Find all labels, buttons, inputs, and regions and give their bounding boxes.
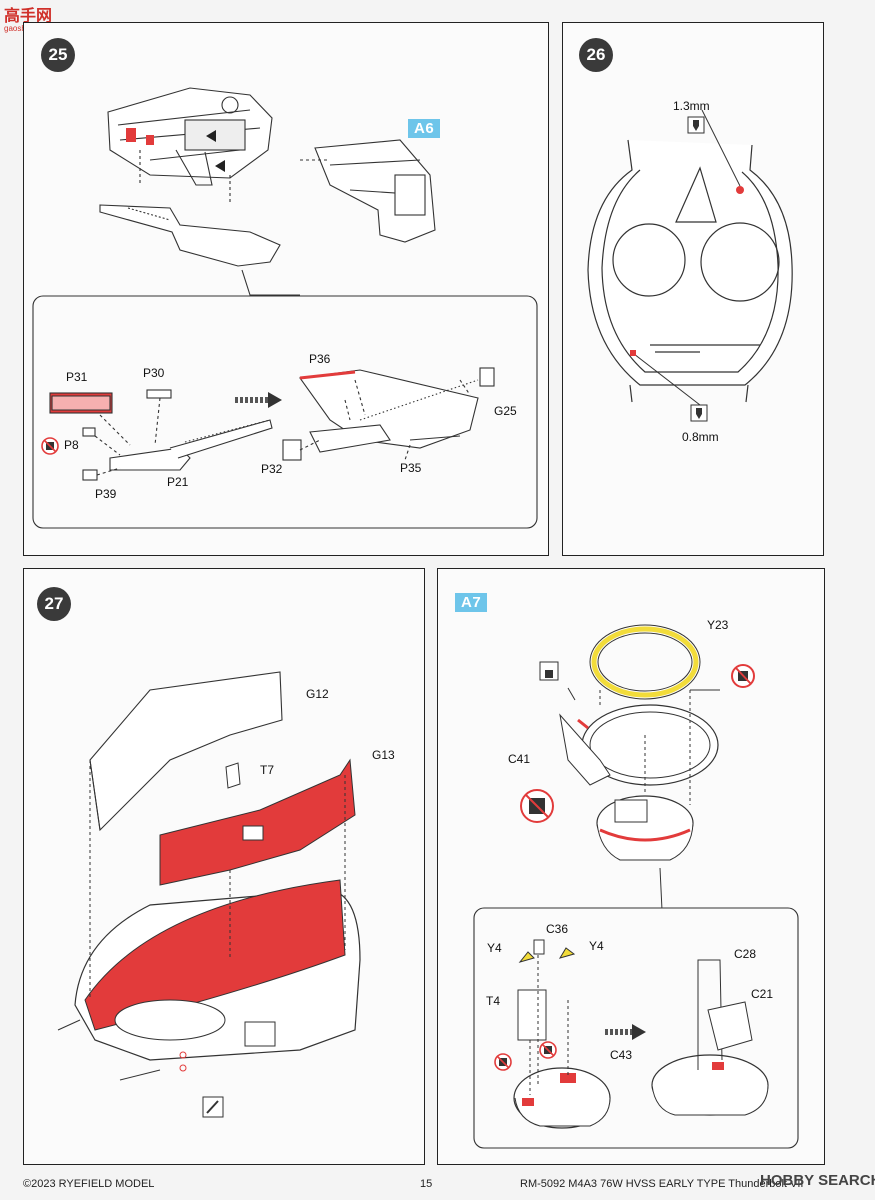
footer-product: RM-5092 M4A3 76W HVSS EARLY TYPE Thunder… xyxy=(520,1178,804,1190)
label-t4: T4 xyxy=(486,994,501,1008)
label-p30: P30 xyxy=(143,366,165,380)
label-p36: P36 xyxy=(309,352,331,366)
watermark-logo: 高手网 xyxy=(4,8,53,25)
label-c21: C21 xyxy=(751,987,774,1001)
label-p32: P32 xyxy=(261,462,283,476)
label-t7: T7 xyxy=(260,763,275,777)
label-p39: P39 xyxy=(95,487,117,501)
label-g25: G25 xyxy=(494,404,517,418)
label-p35: P35 xyxy=(400,461,422,475)
label-c36: C36 xyxy=(546,922,569,936)
label-y4-right: Y4 xyxy=(589,939,604,953)
label-c43: C43 xyxy=(610,1048,633,1062)
label-y23: Y23 xyxy=(707,618,729,632)
label-p31: P31 xyxy=(66,370,88,384)
label-c41: C41 xyxy=(508,752,531,766)
label-p21: P21 xyxy=(167,475,189,489)
label-c28: C28 xyxy=(734,947,757,961)
step-25-number: 25 xyxy=(41,38,75,72)
label-p8: P8 xyxy=(64,438,79,452)
label-y4-left: Y4 xyxy=(487,941,502,955)
drill-size-top: 1.3mm xyxy=(673,99,710,113)
hobby-search-watermark: HOBBY SEARCH xyxy=(760,1172,875,1189)
step-a7-tag: A7 xyxy=(455,593,488,612)
label-g13: G13 xyxy=(372,748,395,762)
footer-copyright: ©2023 RYEFIELD MODEL xyxy=(23,1178,155,1190)
step-27-panel xyxy=(23,568,425,1165)
step-26-number: 26 xyxy=(579,38,613,72)
footer-page-number: 15 xyxy=(420,1178,433,1190)
step-25-tag-a6: A6 xyxy=(408,119,441,138)
drill-size-bottom: 0.8mm xyxy=(682,430,719,444)
step-27-number: 27 xyxy=(37,587,71,621)
label-g12: G12 xyxy=(306,687,329,701)
